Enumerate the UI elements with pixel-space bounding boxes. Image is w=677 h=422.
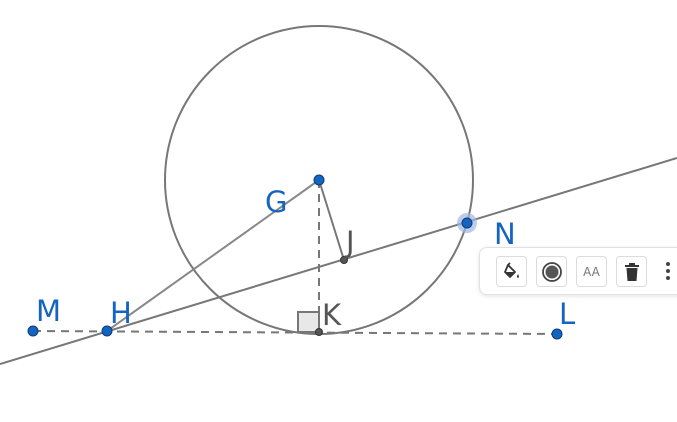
label-j: J bbox=[344, 225, 355, 259]
line-hn[interactable] bbox=[0, 157, 677, 365]
point-k[interactable] bbox=[315, 328, 323, 336]
segment-gh[interactable] bbox=[106, 179, 320, 332]
point-n[interactable] bbox=[461, 217, 473, 229]
point-j[interactable] bbox=[340, 256, 348, 264]
style-toolbar: AA bbox=[479, 247, 677, 295]
delete-icon bbox=[624, 262, 639, 281]
label-style-button[interactable]: AA bbox=[576, 256, 607, 287]
delete-button[interactable] bbox=[616, 256, 647, 287]
label-style-icon: AA bbox=[583, 264, 600, 279]
label-n: N bbox=[494, 217, 516, 251]
label-g: G bbox=[265, 185, 287, 219]
fill-color-icon bbox=[503, 261, 519, 278]
point-g[interactable] bbox=[313, 174, 325, 186]
label-h: H bbox=[110, 296, 132, 330]
label-m: M bbox=[36, 294, 61, 328]
dashed-line-ml[interactable] bbox=[32, 330, 558, 335]
fill-color-button[interactable] bbox=[496, 256, 527, 287]
point-style-button[interactable] bbox=[536, 256, 567, 287]
label-k: K bbox=[322, 298, 342, 332]
point-style-icon bbox=[541, 261, 562, 282]
more-dot bbox=[666, 269, 670, 273]
right-angle-marker bbox=[297, 311, 320, 333]
point-l[interactable] bbox=[551, 328, 563, 340]
segment-gj[interactable] bbox=[318, 179, 345, 261]
point-m[interactable] bbox=[27, 325, 39, 337]
more-dot bbox=[666, 276, 670, 280]
more-options-icon bbox=[666, 262, 670, 266]
more-options-button[interactable] bbox=[664, 262, 672, 282]
label-l: L bbox=[559, 297, 575, 331]
point-h[interactable] bbox=[101, 325, 113, 337]
